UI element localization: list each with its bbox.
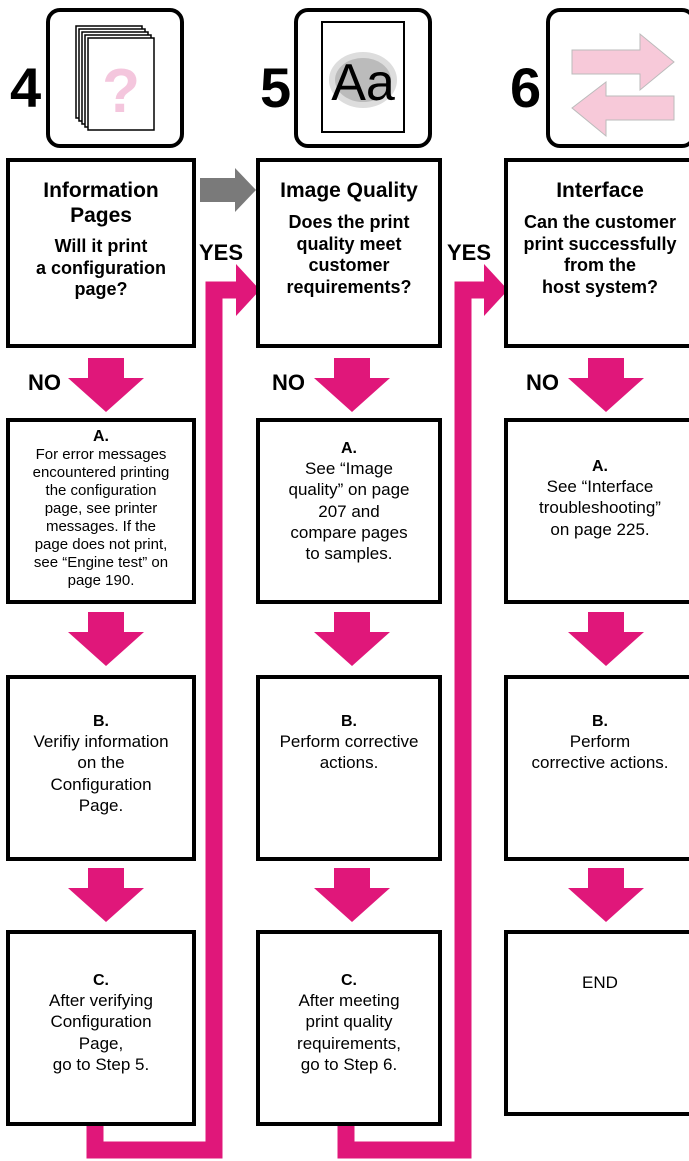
step-5-a-text: See “Image quality” on page 207 and comp…: [288, 459, 410, 563]
decision-box-information-pages: Information Pages Will it print a config…: [6, 158, 196, 348]
step-4-a-text: For error messages encountered printing …: [32, 446, 170, 589]
step-5-b-text: Perform corrective actions.: [279, 732, 419, 773]
step-5-question: Does the print quality meet customer req…: [286, 212, 412, 297]
step-6-no-label: NO: [526, 370, 559, 395]
step-5-box-a: A. See “Image quality” on page 207 and c…: [256, 418, 442, 604]
step-5-c-letter: C.: [341, 972, 357, 989]
step-6-box-end: END: [504, 930, 689, 1116]
step-6-b-text: Perform corrective actions.: [531, 732, 669, 773]
step-5-a-letter: A.: [341, 440, 357, 457]
step-4-c-letter: C.: [93, 972, 109, 989]
step-4-no-label: NO: [28, 370, 61, 395]
step-6-end-text: END: [582, 973, 618, 992]
decision-box-image-quality: Image Quality Does the print quality mee…: [256, 158, 442, 348]
yes-connector-1: [86, 264, 260, 1159]
svg-text:?: ?: [102, 57, 140, 126]
step-6-title: Interface: [556, 179, 644, 202]
step-4-b-letter: B.: [93, 713, 109, 730]
step-6-box-a: A. See “Interface troubleshooting” on pa…: [504, 418, 689, 604]
yes-connector-2: [337, 264, 508, 1159]
image-quality-icon-text: Aa: [331, 54, 395, 112]
yes-label-1: YES: [199, 240, 244, 265]
step-4-a-letter: A.: [93, 428, 109, 445]
step-5-title: Image Quality: [280, 179, 418, 202]
gray-arrow: [200, 168, 256, 212]
step-5-b-letter: B.: [341, 713, 357, 730]
decision-box-interface: Interface Can the customer print success…: [504, 158, 689, 348]
step-5-no-label: NO: [272, 370, 305, 395]
pages-question-icon: ?: [46, 8, 184, 148]
step-4-title: Information Pages: [43, 179, 159, 228]
step-4-question: Will it print a configuration page?: [36, 236, 166, 300]
step-6-a-text: See “Interface troubleshooting” on page …: [539, 477, 661, 539]
step-5-c-text: After meeting print quality requirements…: [297, 991, 401, 1074]
step-4-number: 4: [10, 56, 42, 119]
step-5-box-b: B. Perform corrective actions.: [256, 675, 442, 861]
step-5-box-c: C. After meeting print quality requireme…: [256, 930, 442, 1126]
yes-label-2: YES: [447, 240, 492, 265]
step-6-a-letter: A.: [592, 458, 608, 475]
step-5-number: 5: [260, 56, 292, 119]
step-4-b-text: Verifiy information on the Configuration…: [33, 732, 169, 815]
step-6-question: Can the customer print successfully from…: [523, 212, 677, 297]
step-6-b-letter: B.: [592, 713, 608, 730]
step-6-number: 6: [510, 56, 542, 119]
step-4-box-a: A. For error messages encountered printi…: [6, 418, 196, 604]
image-quality-icon: Aa: [294, 8, 432, 148]
step-4-box-b: B. Verifiy information on the Configurat…: [6, 675, 196, 861]
interface-arrows-icon: [546, 8, 689, 148]
step-6-box-b: B. Perform corrective actions.: [504, 675, 689, 861]
step-4-c-text: After verifying Configuration Page, go t…: [49, 991, 153, 1074]
step-4-box-c: C. After verifying Configuration Page, g…: [6, 930, 196, 1126]
